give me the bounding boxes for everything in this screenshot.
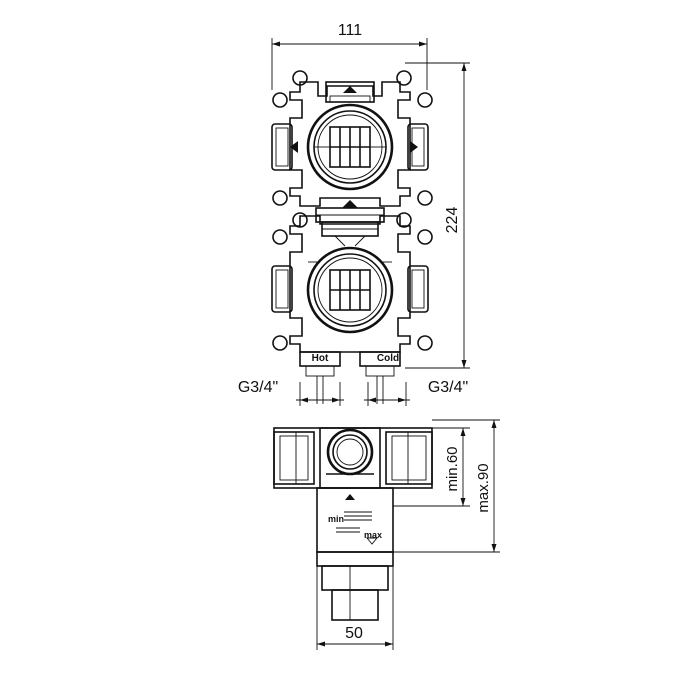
side-view: min max min.60 max.90 [273, 419, 500, 650]
dimension-min: min.60 [393, 427, 470, 507]
thread-left-label: G3/4" [238, 379, 278, 396]
dimension-width-top: 111 [271, 22, 428, 90]
inlets: Hot Cold [299, 351, 401, 404]
upper-valve [271, 81, 429, 191]
hot-label: Hot [312, 353, 329, 364]
arrow-up-icon-2 [342, 200, 358, 208]
thread-right-label: G3/4" [428, 379, 468, 396]
max-depth-label: max.90 [475, 463, 492, 512]
bracket-outline-lower [289, 215, 411, 353]
dimension-max: max.90 [393, 419, 500, 553]
install-max-label: max [364, 530, 382, 540]
dimension-thread-left: G3/4" [238, 379, 344, 406]
cold-label: Cold [377, 353, 399, 364]
min-depth-label: min.60 [444, 446, 461, 491]
arrow-up-icon [343, 86, 357, 93]
install-min-label: min [328, 514, 344, 524]
arrow-left-icon [290, 141, 298, 153]
dimension-height-right: 224 [405, 62, 470, 369]
width-top-label: 111 [338, 22, 362, 39]
front-view: 111 224 [238, 22, 470, 406]
height-right-label: 224 [444, 207, 461, 234]
mounting-holes [272, 70, 433, 351]
width-bottom-label: 50 [345, 625, 363, 642]
lower-valve [271, 246, 429, 334]
dimension-thread-right: G3/4" [364, 379, 468, 406]
middle-band [315, 200, 385, 247]
bracket-outline [289, 81, 411, 207]
arrow-right-icon [410, 141, 418, 153]
dimension-width-bottom: 50 [316, 552, 394, 650]
